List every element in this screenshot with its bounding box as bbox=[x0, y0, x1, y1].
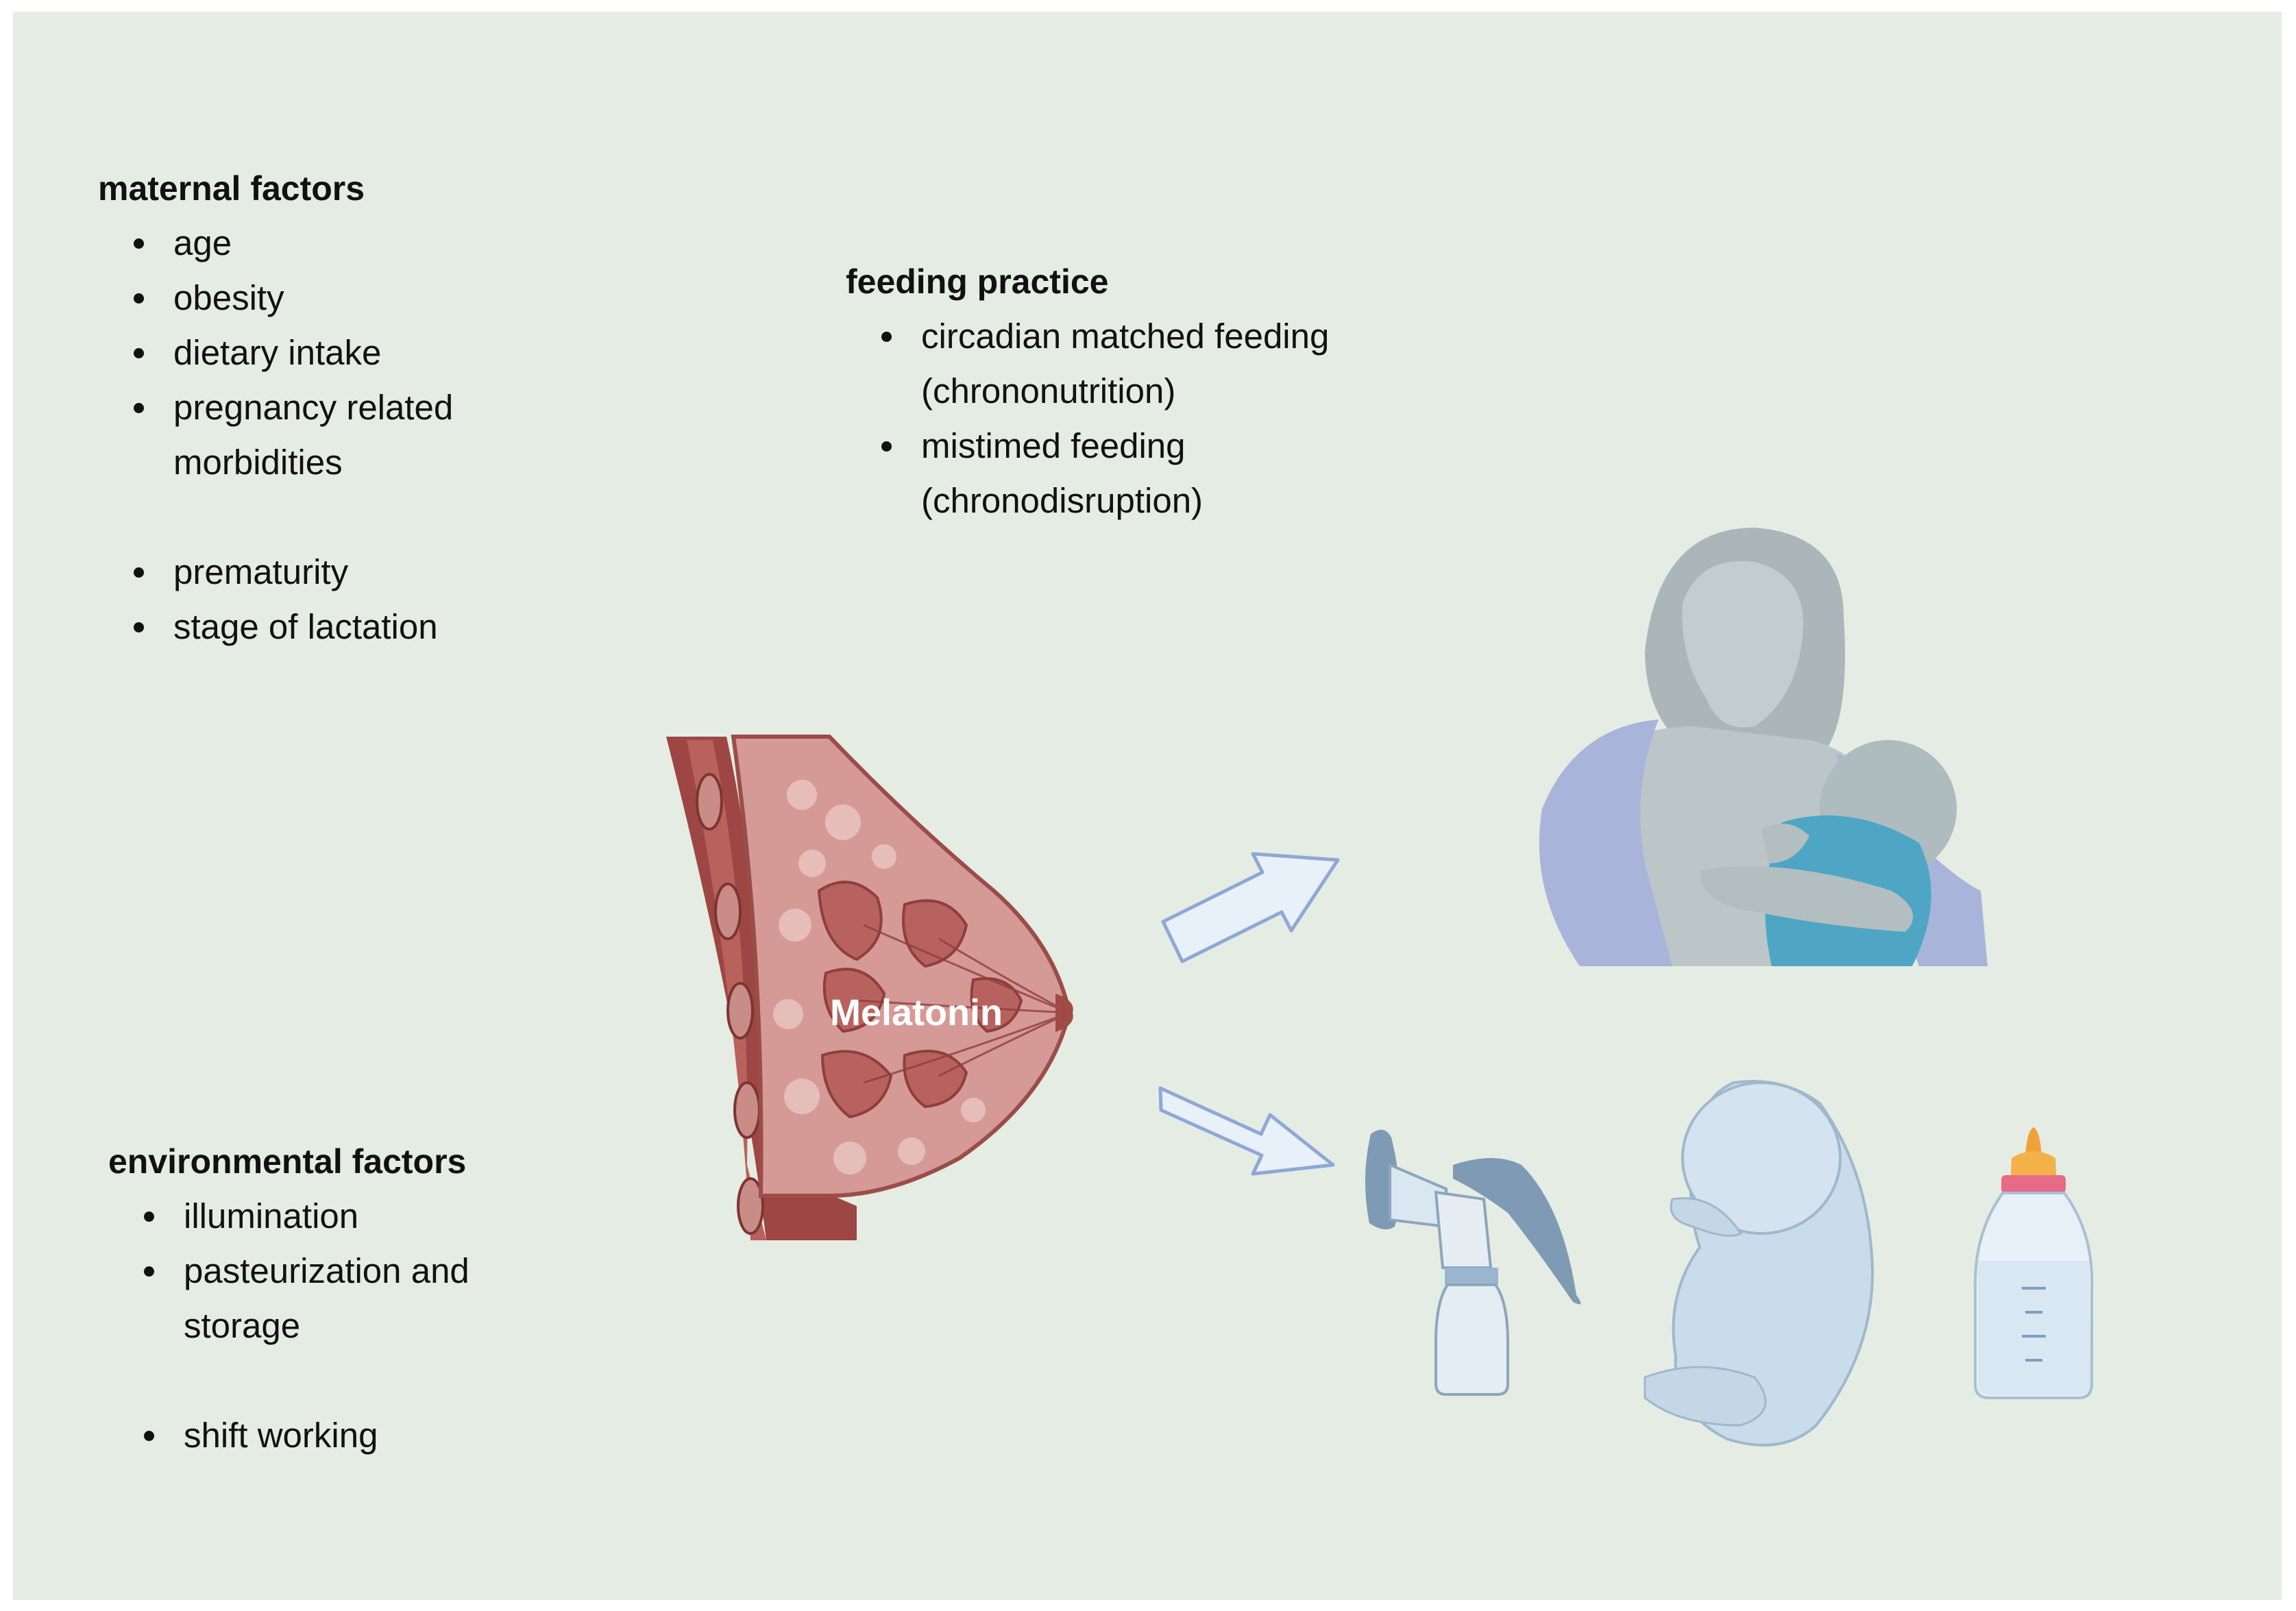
maternal-factors-block: maternal factors age obesity dietary int… bbox=[98, 161, 523, 654]
infant-illustration bbox=[1644, 1080, 1874, 1447]
melatonin-label: Melatonin bbox=[830, 992, 1003, 1033]
list-item: prematurity bbox=[98, 545, 523, 600]
maternal-factors-heading: maternal factors bbox=[98, 169, 365, 208]
breast-cross-section-illustration: Melatonin bbox=[666, 735, 1073, 1240]
environmental-factors-list: illumination pasteurization and storage … bbox=[108, 1189, 547, 1463]
list-item: pregnancy related morbidities bbox=[98, 380, 502, 490]
list-item: shift working bbox=[108, 1408, 547, 1463]
list-item: obesity bbox=[98, 271, 523, 325]
breast-pump-illustration bbox=[1365, 1129, 1581, 1396]
list-item: circadian matched feeding (chrononutriti… bbox=[846, 309, 1387, 419]
list-item: illumination bbox=[108, 1189, 547, 1244]
feeding-practice-heading: feeding practice bbox=[846, 262, 1109, 301]
list-item: mistimed feeding (chronodisruption) bbox=[846, 419, 1305, 528]
list-item: pasteurization and storage bbox=[108, 1244, 485, 1353]
maternal-factors-list: age obesity dietary intake pregnancy rel… bbox=[98, 216, 523, 654]
arrow-to-expressed-milk bbox=[1158, 1086, 1335, 1176]
list-item: dietary intake bbox=[98, 325, 523, 380]
arrow-to-breastfeeding bbox=[1161, 852, 1340, 963]
environmental-factors-heading: environmental factors bbox=[108, 1142, 467, 1181]
list-item: age bbox=[98, 216, 523, 271]
environmental-factors-block: environmental factors illumination paste… bbox=[108, 1134, 547, 1463]
baby-bottle-illustration bbox=[1973, 1127, 2094, 1399]
breastfeeding-mother-illustration bbox=[1539, 528, 1988, 966]
feeding-practice-block: feeding practice circadian matched feedi… bbox=[846, 254, 1408, 528]
list-item: stage of lactation bbox=[98, 600, 523, 654]
feeding-practice-list: circadian matched feeding (chrononutriti… bbox=[846, 309, 1408, 528]
